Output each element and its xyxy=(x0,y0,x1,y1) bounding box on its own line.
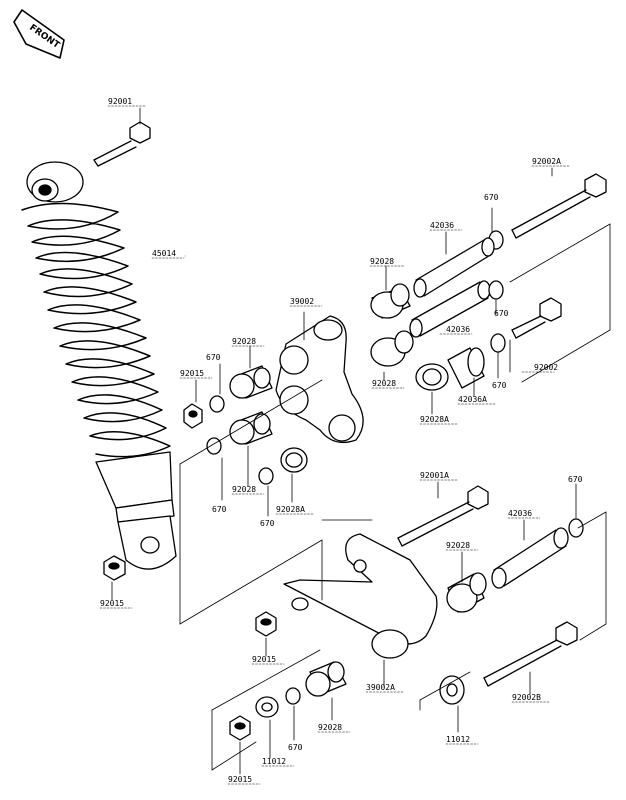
label-92015: 92015 xyxy=(100,599,124,608)
bolt-92002B xyxy=(483,621,578,687)
label-92028: 92028 xyxy=(318,723,342,732)
bolt-92002 xyxy=(511,297,562,339)
nut-92015-mid xyxy=(183,403,203,429)
label-670: 670 xyxy=(568,475,583,484)
label-92001A: 92001A xyxy=(420,471,449,480)
washer-670-bottom-right xyxy=(568,518,584,538)
bushing-92028-bottom xyxy=(305,661,347,697)
nut-92015-bottom xyxy=(229,715,251,741)
washer-670-a xyxy=(209,395,225,413)
label-39002: 39002 xyxy=(290,297,314,306)
spacer-11012-left xyxy=(255,696,279,718)
bolt-92001 xyxy=(93,121,151,167)
label-42036: 42036 xyxy=(508,509,532,518)
link-39002 xyxy=(275,315,364,444)
label-670: 670 xyxy=(484,193,499,202)
collar-42036A xyxy=(447,347,485,389)
label-92028: 92028 xyxy=(446,541,470,550)
label-92002B: 92002B xyxy=(512,693,541,702)
label-92028A: 92028A xyxy=(420,415,449,424)
nut-92015-left xyxy=(103,555,126,581)
washer-670-bottom xyxy=(285,687,301,705)
label-92015: 92015 xyxy=(252,655,276,664)
label-92002: 92002 xyxy=(534,363,558,372)
bolt-92001A xyxy=(397,485,489,547)
bushing-92028-mid-lower xyxy=(229,411,273,445)
link-39002A xyxy=(283,533,438,659)
label-670: 670 xyxy=(288,743,303,752)
label-92028: 92028 xyxy=(232,485,256,494)
label-92028A: 92028A xyxy=(276,505,305,514)
label-92001: 92001 xyxy=(108,97,132,106)
washer-670-c xyxy=(258,467,274,485)
bushing-92028A-mid xyxy=(280,447,308,473)
label-42036A: 42036A xyxy=(458,395,487,404)
label-92002A: 92002A xyxy=(532,157,561,166)
label-670: 670 xyxy=(212,505,227,514)
shock-absorber-45014 xyxy=(21,161,177,570)
label-92028: 92028 xyxy=(372,379,396,388)
nut-92015-lower xyxy=(255,611,277,637)
bushing-92028A-right xyxy=(415,363,449,391)
part-labels: 92001 45014 92002A 670 42036 92028 39002… xyxy=(100,97,583,784)
label-670: 670 xyxy=(206,353,221,362)
bushing-92028-lower xyxy=(370,330,414,367)
leader-lines xyxy=(111,107,611,775)
label-11012: 11012 xyxy=(262,757,286,766)
label-92015: 92015 xyxy=(180,369,204,378)
label-92015: 92015 xyxy=(228,775,252,784)
label-42036: 42036 xyxy=(446,325,470,334)
label-42036: 42036 xyxy=(430,221,454,230)
label-underlines xyxy=(99,105,571,785)
spacer-11012-right xyxy=(439,675,465,705)
bushing-92028-upper xyxy=(370,283,411,319)
label-92028: 92028 xyxy=(232,337,256,346)
washer-670-b xyxy=(206,437,222,455)
sleeve-42036-lower xyxy=(491,527,569,589)
label-92028: 92028 xyxy=(370,257,394,266)
washer-670-mid xyxy=(488,280,504,300)
bushing-92028-mid-upper xyxy=(229,365,273,399)
washer-670-low xyxy=(490,333,506,353)
sleeve-42036-top xyxy=(413,237,495,298)
front-direction-arrow-icon: FRONT xyxy=(13,9,65,59)
label-11012: 11012 xyxy=(446,735,470,744)
label-670: 670 xyxy=(492,381,507,390)
bolt-92002A xyxy=(511,173,607,239)
label-45014: 45014 xyxy=(152,249,176,258)
bushing-92028-lower-right xyxy=(446,572,487,613)
label-670: 670 xyxy=(260,519,275,528)
label-39002A: 39002A xyxy=(366,683,395,692)
label-670: 670 xyxy=(494,309,509,318)
